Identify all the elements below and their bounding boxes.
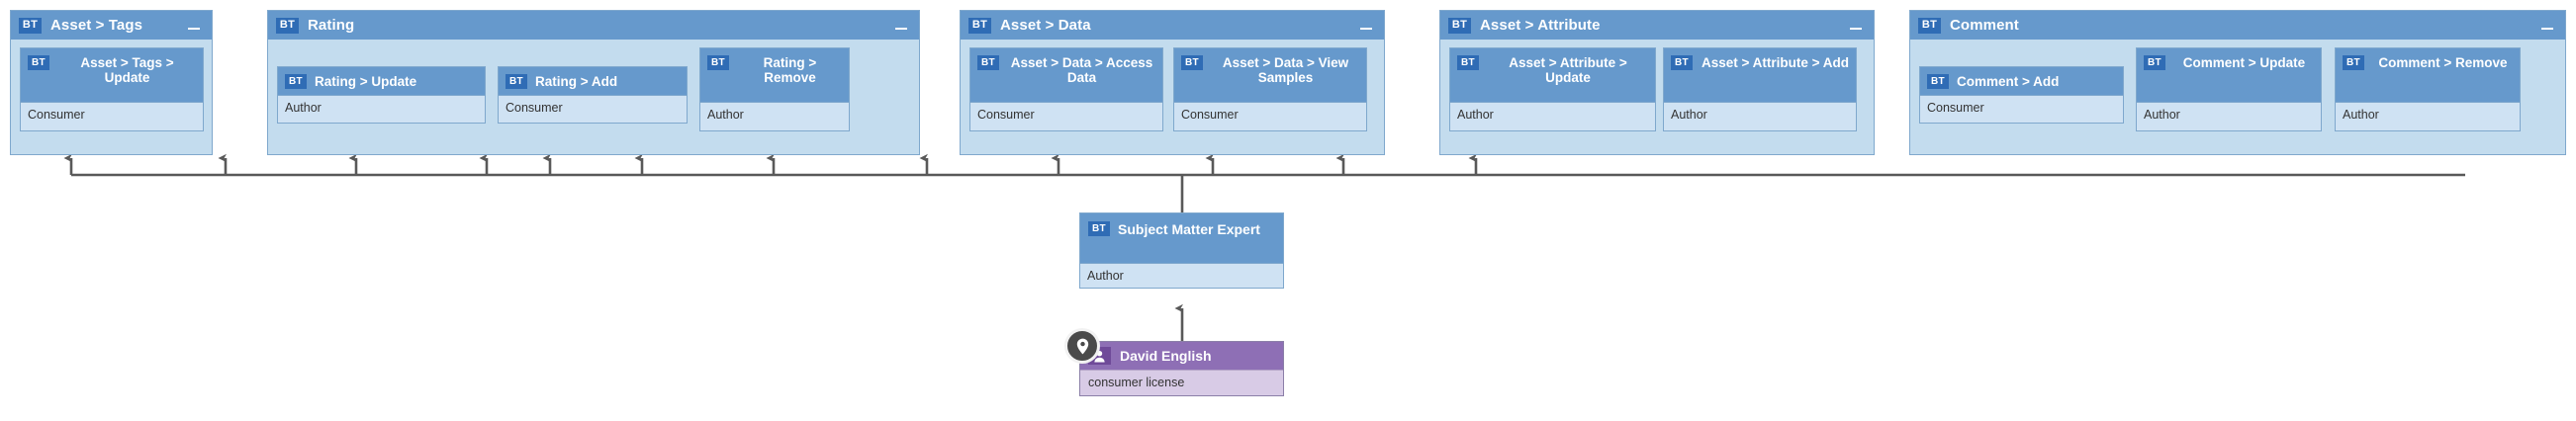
group-header[interactable]: BT Asset > Data	[961, 11, 1384, 40]
bt-badge-icon: BT	[1448, 17, 1471, 34]
card-role: Author	[700, 102, 849, 126]
card-comment-remove[interactable]: BT Comment > Remove Author	[2335, 47, 2521, 131]
card-title: Comment > Remove	[2378, 55, 2508, 70]
group-title: Asset > Attribute	[1480, 17, 1601, 34]
card-role: Consumer	[21, 102, 203, 126]
bt-badge-icon: BT	[2343, 55, 2364, 70]
node-user-david-english[interactable]: David English consumer license	[1064, 328, 1284, 396]
bt-badge-icon: BT	[1671, 55, 1693, 70]
bt-badge-icon: BT	[28, 55, 49, 70]
bt-badge-icon: BT	[2144, 55, 2165, 70]
user-license: consumer license	[1080, 370, 1283, 395]
group-header[interactable]: BT Asset > Attribute	[1440, 11, 1874, 40]
node-header: BT Subject Matter Expert	[1080, 213, 1283, 263]
card-title: Rating > Remove	[763, 55, 817, 85]
card-header: BT Asset > Attribute > Update	[1450, 48, 1655, 102]
minimize-icon[interactable]	[2541, 27, 2553, 30]
card-asset-tags-update[interactable]: BT Asset > Tags > Update Consumer	[20, 47, 204, 131]
group-asset-tags[interactable]: BT Asset > Tags BT Asset > Tags > Update…	[10, 10, 213, 155]
card-title: Asset > Attribute > Add	[1701, 55, 1850, 70]
group-title: Comment	[1950, 17, 2019, 34]
card-role: Author	[1450, 102, 1655, 126]
bt-badge-icon: BT	[1088, 221, 1110, 236]
card-asset-data-access-data[interactable]: BT Asset > Data > Access Data Consumer	[969, 47, 1163, 131]
node-role: Author	[1080, 263, 1283, 288]
bt-badge-icon: BT	[19, 17, 42, 34]
card-role: Author	[1664, 102, 1856, 126]
bt-badge-icon: BT	[1918, 17, 1941, 34]
card-header: BT Rating > Remove	[700, 48, 849, 102]
card-header: BT Rating > Add	[499, 67, 687, 95]
bt-badge-icon: BT	[1181, 55, 1203, 70]
location-pin-icon	[1064, 328, 1100, 364]
card-header: BT Asset > Attribute > Add	[1664, 48, 1856, 102]
card-title: Asset > Data > Access Data	[1010, 55, 1153, 85]
bt-badge-icon: BT	[1927, 74, 1949, 89]
card-title: Asset > Tags > Update	[80, 55, 174, 85]
card-title: Asset > Attribute > Update	[1509, 55, 1627, 85]
bt-badge-icon: BT	[1457, 55, 1479, 70]
card-header: BT Comment > Update	[2137, 48, 2321, 102]
card-role: Consumer	[970, 102, 1162, 126]
card-title: Rating > Add	[535, 74, 618, 89]
card-comment-add[interactable]: BT Comment > Add Consumer	[1919, 66, 2124, 124]
group-title: Asset > Data	[1000, 17, 1091, 34]
card-comment-update[interactable]: BT Comment > Update Author	[2136, 47, 2322, 131]
node-header: David English	[1080, 342, 1283, 370]
card-title: Rating > Update	[315, 74, 417, 89]
minimize-icon[interactable]	[188, 27, 200, 30]
card-role: Consumer	[1920, 95, 2123, 120]
card-header: BT Comment > Remove	[2336, 48, 2520, 102]
card-role: Consumer	[499, 95, 687, 120]
minimize-icon[interactable]	[1360, 27, 1372, 30]
user-name: David English	[1120, 348, 1212, 364]
card-header: BT Asset > Tags > Update	[21, 48, 203, 102]
node-title: Subject Matter Expert	[1118, 221, 1260, 237]
group-rating[interactable]: BT Rating BT Rating > Update Author BT R…	[267, 10, 920, 155]
card-role: Consumer	[1174, 102, 1366, 126]
card-asset-attribute-update[interactable]: BT Asset > Attribute > Update Author	[1449, 47, 1656, 131]
card-role: Author	[2137, 102, 2321, 126]
minimize-icon[interactable]	[895, 27, 907, 30]
bt-badge-icon: BT	[276, 17, 299, 34]
group-asset-attribute[interactable]: BT Asset > Attribute BT Asset > Attribut…	[1439, 10, 1875, 155]
card-header: BT Rating > Update	[278, 67, 485, 95]
bt-badge-icon: BT	[506, 74, 527, 89]
card-rating-remove[interactable]: BT Rating > Remove Author	[699, 47, 850, 131]
card-title: Comment > Update	[2182, 55, 2306, 70]
group-asset-data[interactable]: BT Asset > Data BT Asset > Data > Access…	[960, 10, 1385, 155]
node-subject-matter-expert[interactable]: BT Subject Matter Expert Author	[1079, 212, 1284, 289]
card-rating-update[interactable]: BT Rating > Update Author	[277, 66, 486, 124]
minimize-icon[interactable]	[1850, 27, 1862, 30]
bt-badge-icon: BT	[285, 74, 307, 89]
card-header: BT Asset > Data > Access Data	[970, 48, 1162, 102]
bt-badge-icon: BT	[977, 55, 999, 70]
bt-badge-icon: BT	[968, 17, 991, 34]
group-header[interactable]: BT Comment	[1910, 11, 2565, 40]
group-header[interactable]: BT Asset > Tags	[11, 11, 212, 40]
group-comment[interactable]: BT Comment BT Comment > Add Consumer BT …	[1909, 10, 2566, 155]
group-header[interactable]: BT Rating	[268, 11, 919, 40]
card-title: Comment > Add	[1957, 74, 2060, 89]
card-header: BT Asset > Data > View Samples	[1174, 48, 1366, 102]
card-rating-add[interactable]: BT Rating > Add Consumer	[498, 66, 688, 124]
group-title: Rating	[308, 17, 355, 34]
card-role: Author	[278, 95, 485, 120]
card-header: BT Comment > Add	[1920, 67, 2123, 95]
card-asset-data-view-samples[interactable]: BT Asset > Data > View Samples Consumer	[1173, 47, 1367, 131]
bt-badge-icon: BT	[707, 55, 729, 70]
card-asset-attribute-add[interactable]: BT Asset > Attribute > Add Author	[1663, 47, 1857, 131]
card-title: Asset > Data > View Samples	[1222, 55, 1349, 85]
group-title: Asset > Tags	[50, 17, 143, 34]
card-role: Author	[2336, 102, 2520, 126]
